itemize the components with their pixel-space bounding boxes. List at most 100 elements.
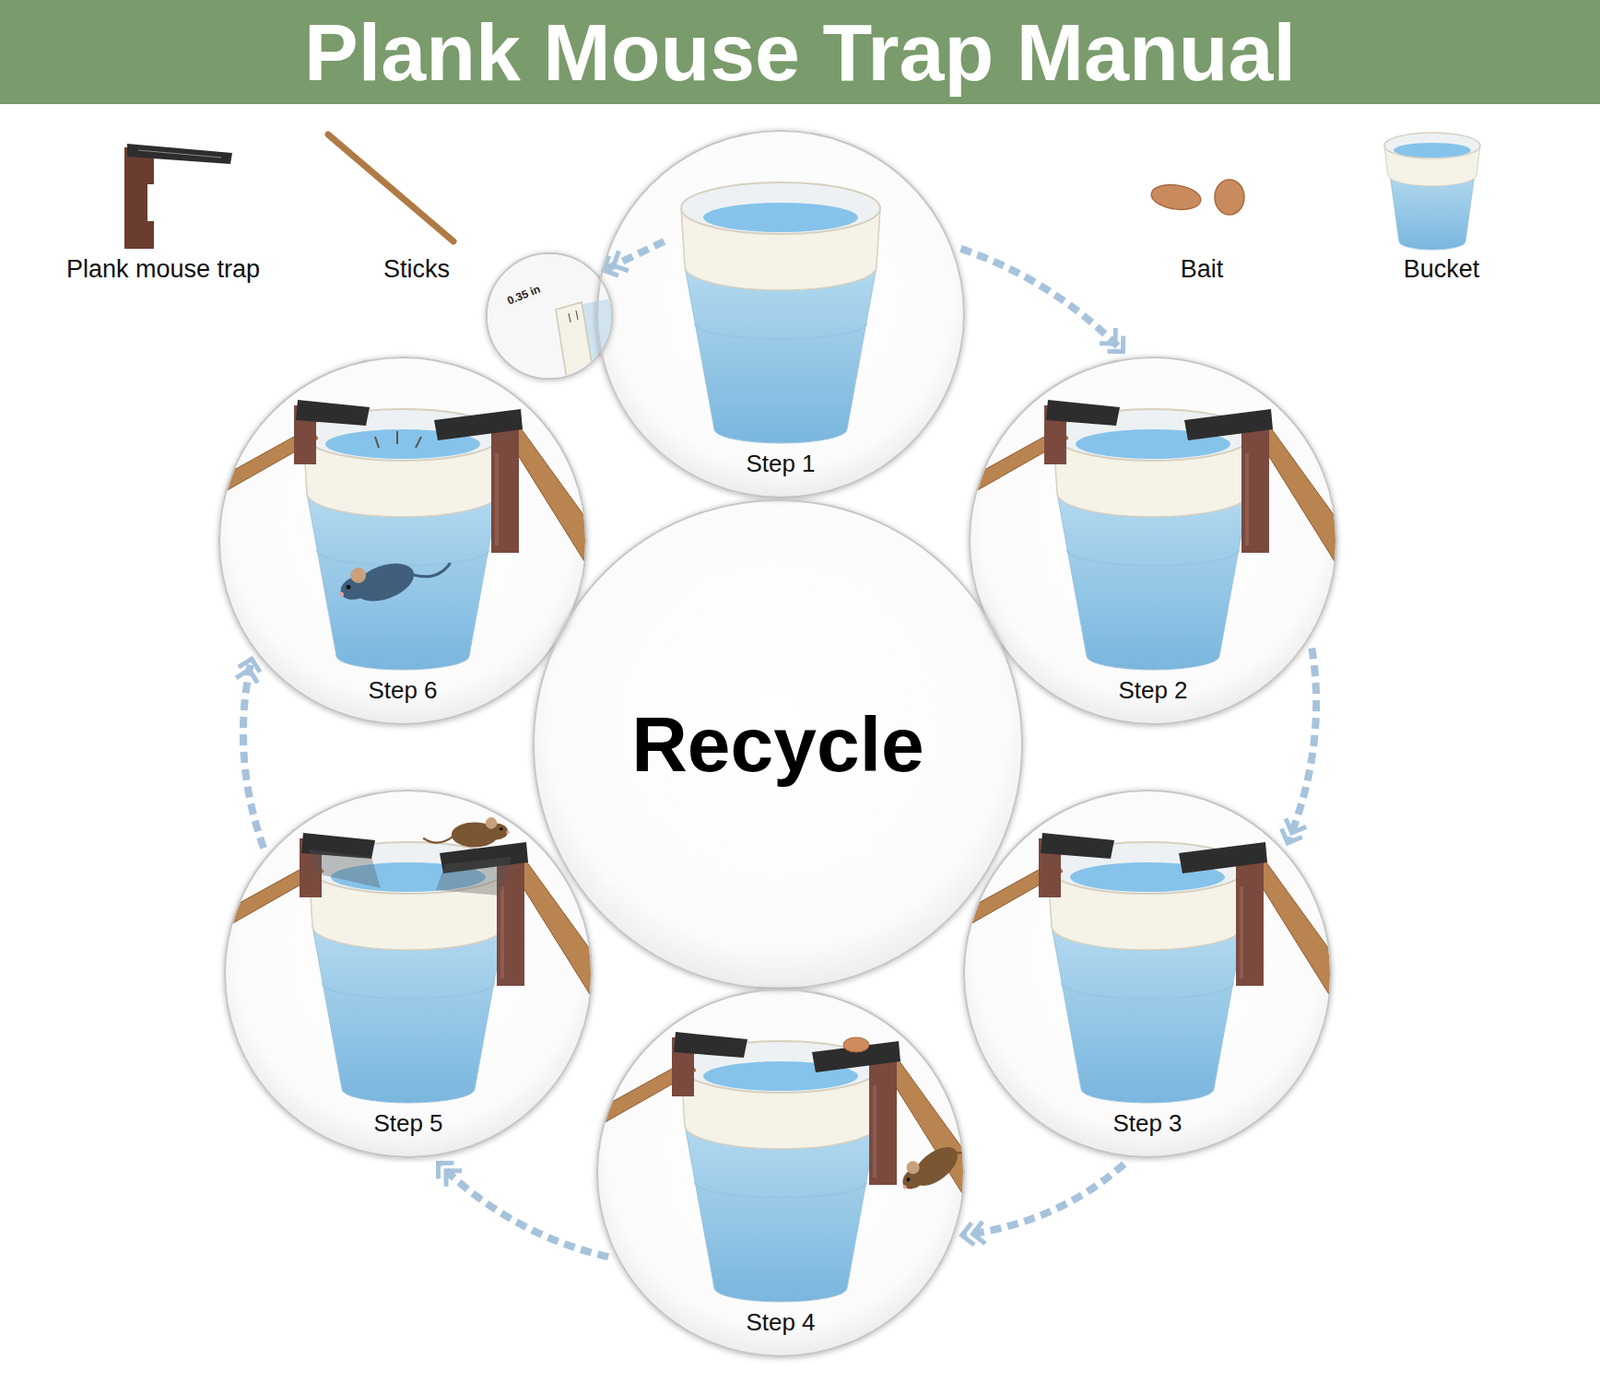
bracket-groove bbox=[1245, 453, 1249, 546]
bucket-body bbox=[1051, 926, 1244, 1104]
inset-rim bbox=[555, 302, 595, 380]
plank bbox=[1040, 833, 1115, 859]
plank-tilted bbox=[308, 849, 381, 889]
step-scene bbox=[196, 817, 626, 1104]
mouse-eye bbox=[905, 1176, 912, 1183]
step-scene bbox=[568, 1032, 999, 1303]
water-line bbox=[694, 1182, 867, 1199]
stand-notch bbox=[147, 184, 159, 222]
center-label: Recycle bbox=[631, 702, 925, 788]
step-label: Step 1 bbox=[745, 450, 815, 479]
water-line bbox=[694, 323, 867, 340]
inset-ground bbox=[485, 252, 613, 380]
dashed-arrow bbox=[243, 658, 264, 848]
mouse-nose bbox=[505, 831, 510, 836]
water-line bbox=[317, 550, 489, 566]
mouse-nose bbox=[339, 591, 345, 598]
item-label-box: Bait bbox=[1017, 252, 1387, 286]
mouse-tail bbox=[411, 561, 453, 583]
mouse-ear bbox=[348, 565, 369, 587]
step-scene bbox=[681, 182, 881, 444]
step-label: Step 4 bbox=[745, 1309, 815, 1338]
circle-ground bbox=[596, 129, 965, 499]
bucket-opening bbox=[681, 182, 881, 235]
plank-bracket bbox=[1241, 414, 1270, 553]
step-label: Step 6 bbox=[367, 677, 437, 706]
bucket-body bbox=[684, 1125, 877, 1303]
item-label-box: Plank mouse trap bbox=[0, 252, 348, 286]
item-label: Bait bbox=[1180, 255, 1224, 284]
diagram-title: Plank Mouse Trap Manual bbox=[304, 11, 1296, 94]
step-circle: Step 4 bbox=[596, 988, 965, 1358]
plank bbox=[1046, 400, 1120, 426]
item-label: Bucket bbox=[1403, 255, 1481, 284]
dashed-arrow bbox=[1287, 647, 1317, 844]
circle-ground bbox=[532, 499, 1024, 990]
mouse bbox=[423, 817, 510, 848]
dimension-tick bbox=[576, 310, 578, 320]
step-scene bbox=[941, 400, 1371, 671]
dashed-arrow bbox=[603, 241, 665, 271]
plank-bracket bbox=[491, 414, 519, 553]
step-circle: Step 2 bbox=[968, 356, 1338, 726]
mouse-ear bbox=[904, 1158, 923, 1177]
plank bbox=[673, 1032, 748, 1059]
mouse-eye bbox=[345, 584, 352, 590]
center-circle: Recycle bbox=[532, 499, 1024, 990]
bucket-icon-water bbox=[1393, 142, 1471, 158]
mouse bbox=[332, 537, 455, 614]
circle-ground bbox=[223, 789, 593, 1159]
bracket-groove bbox=[494, 453, 499, 546]
water-line bbox=[1067, 550, 1239, 566]
water-line bbox=[1061, 983, 1234, 1000]
plank bbox=[1178, 842, 1268, 874]
mouse-tail bbox=[423, 836, 453, 844]
mouse-nose bbox=[902, 1184, 908, 1190]
ripple bbox=[375, 436, 379, 448]
bucket-body bbox=[312, 926, 505, 1104]
plank bbox=[434, 409, 523, 441]
mouse-eye bbox=[499, 827, 504, 832]
item-label: Plank mouse trap bbox=[66, 255, 260, 284]
peanut bbox=[1149, 181, 1202, 212]
title-box: Plank Mouse Trap Manual bbox=[0, 0, 1600, 105]
stick bbox=[882, 1058, 999, 1213]
item-label: Sticks bbox=[383, 255, 450, 284]
stick bbox=[1248, 858, 1365, 1014]
plank-bracket bbox=[1235, 847, 1264, 987]
bracket-groove bbox=[872, 1085, 877, 1178]
bucket-body bbox=[1057, 493, 1249, 671]
detail-inset: 0.35 in bbox=[485, 252, 613, 380]
plank bbox=[295, 400, 370, 426]
item-label-box: Bucket bbox=[1257, 252, 1600, 286]
ripple bbox=[415, 436, 422, 448]
step-circle: Step 5 bbox=[223, 789, 593, 1159]
bucket-body bbox=[684, 266, 877, 444]
water-line bbox=[322, 983, 495, 1000]
step-label: Step 5 bbox=[373, 1110, 443, 1139]
stick bbox=[509, 858, 626, 1014]
plank-bracket bbox=[869, 1047, 897, 1186]
stick bbox=[504, 425, 621, 581]
bucket-body bbox=[306, 493, 499, 671]
mouse bbox=[893, 1116, 989, 1201]
plank bbox=[1184, 409, 1273, 441]
step-circle: Step 6 bbox=[218, 356, 588, 726]
circle-ground bbox=[218, 356, 588, 726]
step-scene bbox=[190, 400, 621, 671]
bracket-groove bbox=[500, 886, 505, 979]
bucket-icon-opening bbox=[1384, 132, 1481, 159]
step-label: Step 3 bbox=[1112, 1110, 1182, 1139]
bait bbox=[843, 1037, 870, 1053]
item-label-box: Sticks bbox=[232, 252, 601, 286]
bracket-groove bbox=[1239, 886, 1244, 979]
inset-illustration bbox=[485, 252, 613, 380]
circle-ground bbox=[596, 988, 965, 1358]
mouse-tail bbox=[955, 1132, 987, 1159]
plank-tilted bbox=[435, 857, 512, 896]
plank-edge bbox=[138, 150, 222, 158]
mouse-ear bbox=[485, 817, 498, 830]
dimension-tick bbox=[568, 313, 571, 323]
